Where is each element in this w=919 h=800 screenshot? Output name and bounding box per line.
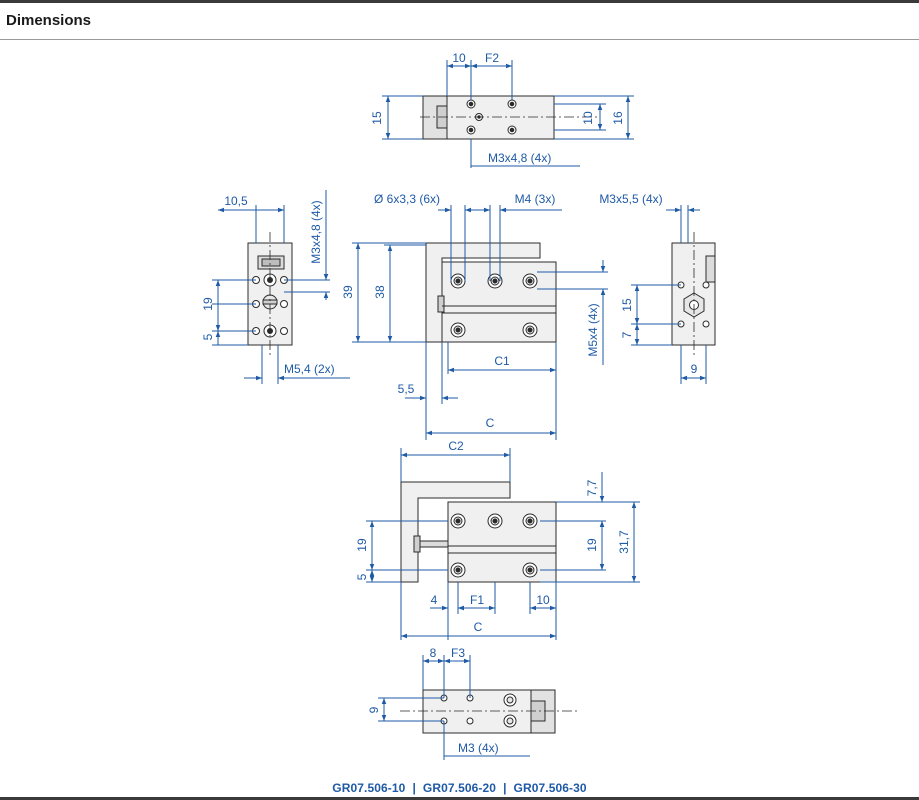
side-view: C2 7,7 19 31,7 19 5 4 F1 10 C	[355, 439, 640, 640]
dim-left-thread-v: M3x4,8 (4x)	[309, 200, 323, 263]
dim-bottom-thread: M3 (4x)	[458, 741, 499, 755]
section-header: Dimensions	[0, 3, 919, 40]
dim-side-c: C	[474, 620, 483, 634]
dim-top-f2: F2	[485, 51, 499, 65]
model-number: GR07.506-10	[332, 781, 406, 795]
left-view: 10,5 M3x4,8 (4x) 19 5 M5,4 (2x)	[201, 190, 350, 384]
bottom-view: 8 F3 9 M3 (4x)	[367, 646, 580, 760]
dim-front-m4: M4 (3x)	[515, 192, 556, 206]
model-number: GR07.506-20	[422, 781, 497, 795]
dim-left-5: 5	[201, 333, 215, 340]
dim-front-c1: C1	[494, 354, 510, 368]
dim-right-15: 15	[620, 298, 634, 312]
dim-left-19: 19	[201, 297, 215, 311]
dim-front-c: C	[486, 416, 495, 430]
dim-front-38: 38	[373, 285, 387, 299]
dim-bottom-8: 8	[430, 646, 437, 660]
dim-side-10: 10	[536, 593, 550, 607]
dim-top-10: 10	[452, 51, 466, 65]
dim-bottom-f3: F3	[451, 646, 465, 660]
dim-right-9: 9	[691, 362, 698, 376]
dim-right-7: 7	[620, 331, 634, 338]
dim-side-f1: F1	[470, 593, 484, 607]
dim-top-15: 15	[370, 111, 384, 125]
dim-top-thread: M3x4,8 (4x)	[488, 151, 551, 165]
dim-front-bore: Ø 6x3,3 (6x)	[374, 192, 440, 206]
dim-side-19-right: 19	[585, 538, 599, 552]
dim-left-10-5: 10,5	[224, 194, 248, 208]
dim-bottom-9: 9	[367, 706, 381, 713]
dim-side-5: 5	[355, 573, 369, 580]
dim-side-4: 4	[431, 593, 438, 607]
section-title: Dimensions	[6, 12, 92, 29]
dim-left-thread-b: M5,4 (2x)	[284, 362, 335, 376]
dim-front-39: 39	[341, 285, 355, 299]
dim-top-10v: 10	[581, 111, 595, 125]
model-separator: |	[412, 781, 416, 795]
model-list: GR07.506-10 | GR07.506-20 | GR07.506-30	[0, 781, 919, 795]
dim-side-c2: C2	[448, 439, 464, 453]
dim-side-31-7: 31,7	[617, 530, 631, 554]
dim-front-m5: M5x4 (4x)	[586, 303, 600, 356]
bottom-rule	[0, 797, 919, 800]
top-rule	[0, 0, 919, 3]
right-view: M3x5,5 (4x) 15 7 9	[599, 192, 716, 384]
dim-right-thread: M3x5,5 (4x)	[599, 192, 662, 206]
model-footer: GR07.506-10 | GR07.506-20 | GR07.506-30	[0, 776, 919, 800]
dim-front-5-5: 5,5	[398, 382, 415, 396]
top-view: 10 F2 15 10 16 M3x4,8 (4x)	[370, 51, 634, 168]
model-number: GR07.506-30	[513, 781, 587, 795]
front-view: Ø 6x3,3 (6x) M4 (3x) 39 38 M5x4 (4x) C1 …	[341, 192, 608, 440]
dim-top-16: 16	[611, 111, 625, 125]
model-separator: |	[503, 781, 507, 795]
dim-side-7-7: 7,7	[585, 479, 599, 496]
dim-side-19-left: 19	[355, 538, 369, 552]
